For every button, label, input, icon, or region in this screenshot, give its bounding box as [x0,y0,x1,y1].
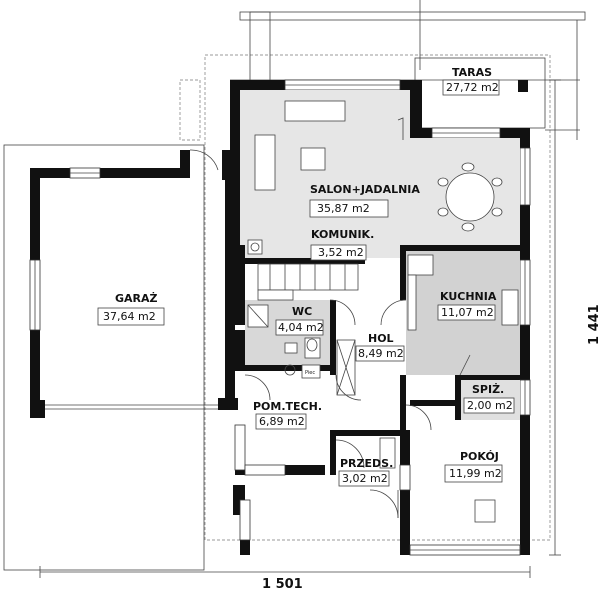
taras-area: 27,72 m2 [446,81,499,94]
przeds-area: 3,02 m2 [342,472,388,485]
room-label-pokoj: POKÓJ 11,99 m2 [444,450,503,483]
room-label-salon: SALON+JADALNIA 35,87 m2 [309,183,420,218]
pokoj-name: POKÓJ [460,450,499,463]
wc-area: 4,04 m2 [278,321,324,334]
kuchnia-name: KUCHNIA [440,290,497,303]
height-dimension: 1 441 [587,304,602,345]
dimension-height: 1 441 [549,79,602,556]
room-label-spiz: SPIŻ. 2,00 m2 [463,382,515,414]
hol-name: HOL [368,332,394,345]
dimension-width: 1 501 [39,566,531,592]
salon-name: SALON+JADALNIA [310,183,420,196]
przeds-name: PRZEDS. [340,457,393,470]
garage-door [45,404,218,410]
room-label-przeds: PRZEDS. 3,02 m2 [338,457,393,487]
width-dimension: 1 501 [262,577,303,592]
room-label-hol: HOL 8,49 m2 [355,332,405,362]
room-label-kuchnia: KUCHNIA 11,07 m2 [437,290,497,321]
room-label-komunik: KOMUNIK. 3,52 m2 [310,228,374,261]
pomtech-name: POM.TECH. [253,400,322,413]
taras-name: TARAS [452,66,492,79]
hol-area: 8,49 m2 [358,347,404,360]
garaz-area: 37,64 m2 [103,310,156,323]
room-label-garaz: GARAŻ 37,64 m2 [97,291,165,326]
room-label-pomtech: POM.TECH. 6,89 m2 [253,400,322,430]
komunik-area: 3,52 m2 [318,246,364,259]
spiz-name: SPIŻ. [472,382,504,396]
furniture: Piec [189,100,519,523]
room-label-wc: WC 4,04 m2 [275,305,324,336]
garaz-name: GARAŻ [115,291,158,305]
wc-name: WC [292,305,312,318]
spiz-area: 2,00 m2 [467,399,513,412]
kuchnia-area: 11,07 m2 [441,306,494,319]
pokoj-area: 11,99 m2 [449,467,502,480]
pomtech-area: 6,89 m2 [259,415,305,428]
room-label-taras: TARAS 27,72 m2 [442,66,500,96]
piec-label: Piec [305,370,315,376]
salon-area: 35,87 m2 [317,202,370,215]
komunik-name: KOMUNIK. [311,228,374,241]
